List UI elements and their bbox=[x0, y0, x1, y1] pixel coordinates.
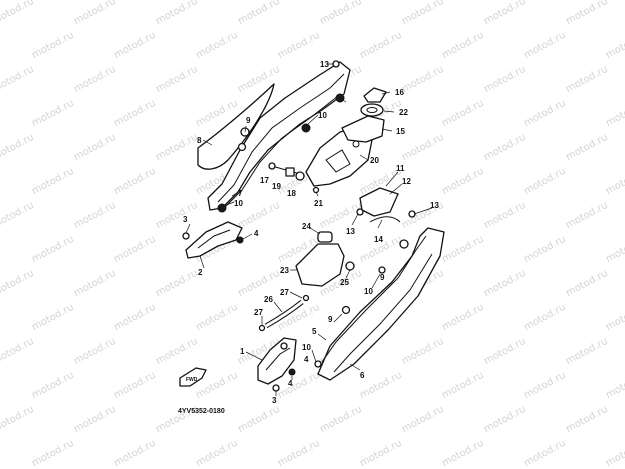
callout-3b: 3 bbox=[272, 396, 277, 405]
callout-13c: 13 bbox=[430, 201, 439, 210]
part-1-detail bbox=[265, 347, 291, 371]
callout-4b: 4 bbox=[304, 355, 309, 364]
callout-19: 19 bbox=[272, 182, 281, 191]
leader-lines bbox=[185, 63, 433, 396]
callout-12: 12 bbox=[402, 177, 411, 186]
part-6-contour bbox=[333, 253, 433, 373]
part-18-grommet[interactable] bbox=[295, 171, 305, 181]
part-15-bracket[interactable] bbox=[341, 115, 385, 143]
part-9-washer-upper[interactable] bbox=[237, 142, 247, 152]
part-27-clamp-upper[interactable] bbox=[302, 294, 310, 302]
part-3-screw-upper[interactable] bbox=[182, 232, 190, 240]
fwd-arrow-icon bbox=[179, 367, 207, 387]
callout-20: 20 bbox=[370, 156, 379, 165]
callout-6: 6 bbox=[360, 371, 365, 380]
part-3-screw-lower[interactable] bbox=[272, 384, 280, 392]
part-25-bolt[interactable] bbox=[345, 261, 355, 271]
callout-10c: 10 bbox=[364, 287, 373, 296]
callout-9b: 9 bbox=[380, 273, 385, 282]
part-1-hole bbox=[280, 342, 288, 350]
callout-18: 18 bbox=[287, 189, 296, 198]
part-9-screw-cover[interactable] bbox=[341, 305, 351, 315]
callout-27: 27 bbox=[280, 288, 289, 297]
part-2-bracket[interactable] bbox=[185, 221, 243, 259]
part-4-nut-lower[interactable] bbox=[288, 368, 296, 376]
part-10-nut-bottom[interactable] bbox=[314, 360, 322, 368]
callout-25: 25 bbox=[340, 278, 349, 287]
callout-17: 17 bbox=[260, 176, 269, 185]
part-5-inner-edge[interactable] bbox=[321, 235, 427, 363]
callout-15: 15 bbox=[396, 127, 405, 136]
callout-22: 22 bbox=[399, 108, 408, 117]
part-20-detail bbox=[325, 149, 351, 173]
callout-14: 14 bbox=[374, 235, 383, 244]
callout-1: 1 bbox=[240, 347, 245, 356]
callout-10b: 10 bbox=[234, 199, 243, 208]
callout-16: 16 bbox=[395, 88, 404, 97]
part-7-inner-line-2 bbox=[225, 95, 339, 207]
part-10-nut-cover[interactable] bbox=[399, 239, 409, 249]
callout-26: 26 bbox=[264, 295, 273, 304]
part-22-hole bbox=[366, 107, 378, 113]
part-1-bracket[interactable] bbox=[257, 337, 297, 385]
callout-10: 10 bbox=[318, 111, 327, 120]
callout-labels: 13 16 22 15 10 8 9 20 11 12 17 19 18 7 2… bbox=[183, 60, 439, 405]
part-10-washer-cover[interactable] bbox=[378, 266, 386, 274]
part-10-nut-top[interactable] bbox=[335, 93, 345, 103]
part-24-cap[interactable] bbox=[317, 231, 333, 243]
part-4-nut-upper[interactable] bbox=[236, 236, 244, 244]
callout-8: 8 bbox=[197, 136, 202, 145]
part-10-nut-lower[interactable] bbox=[217, 203, 227, 213]
callout-2: 2 bbox=[198, 268, 203, 277]
callout-7: 7 bbox=[238, 189, 243, 198]
part-22-grommet[interactable] bbox=[360, 103, 384, 117]
callout-3: 3 bbox=[183, 215, 188, 224]
callout-13: 13 bbox=[320, 60, 329, 69]
callout-9c: 9 bbox=[328, 315, 333, 324]
part-7-inner-line bbox=[217, 73, 345, 203]
callout-21: 21 bbox=[314, 199, 323, 208]
part-8-cowl[interactable] bbox=[197, 83, 275, 170]
callout-23: 23 bbox=[280, 266, 289, 275]
part-23-tank[interactable] bbox=[295, 243, 345, 287]
fwd-label: FWD bbox=[186, 377, 198, 383]
catalog-code: 4YV5352-0180 bbox=[178, 408, 225, 415]
part-21-clip[interactable] bbox=[312, 186, 320, 194]
callout-24: 24 bbox=[302, 222, 311, 231]
callout-11: 11 bbox=[396, 164, 405, 173]
part-2-detail bbox=[197, 229, 231, 249]
callout-9: 9 bbox=[246, 116, 251, 125]
callout-4: 4 bbox=[254, 229, 259, 238]
callout-5: 5 bbox=[312, 327, 317, 336]
part-19-collar[interactable] bbox=[285, 167, 295, 177]
callout-4c: 4 bbox=[288, 379, 293, 388]
part-27-clamp-lower[interactable] bbox=[258, 324, 266, 332]
part-13-bolt-mid[interactable] bbox=[356, 208, 364, 216]
callout-13b: 13 bbox=[346, 227, 355, 236]
part-14-strap[interactable] bbox=[369, 216, 401, 223]
callout-10d: 10 bbox=[302, 343, 311, 352]
part-6-side-cover[interactable] bbox=[317, 227, 445, 381]
part-16-cap[interactable] bbox=[363, 87, 387, 103]
part-10-nut-upper[interactable] bbox=[301, 123, 311, 133]
part-17-bolt-head bbox=[268, 162, 276, 170]
callout-27b: 27 bbox=[254, 308, 263, 317]
part-7-frame-cover[interactable] bbox=[207, 61, 351, 211]
